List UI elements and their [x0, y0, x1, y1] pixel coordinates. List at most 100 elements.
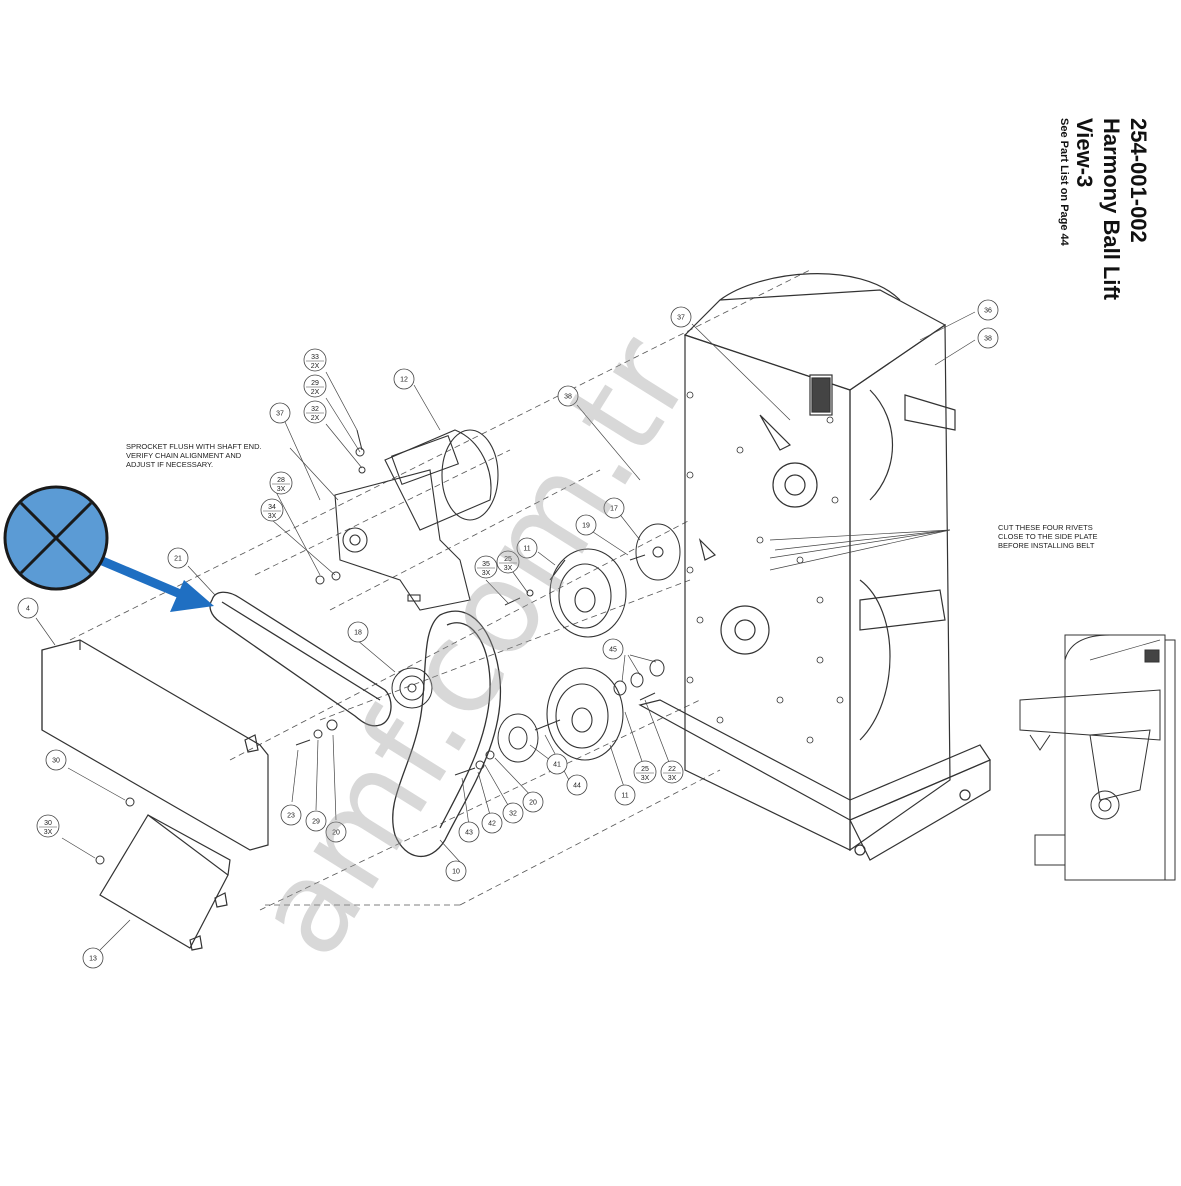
balloon-circle [325, 821, 347, 843]
plate-17 [635, 523, 681, 581]
balloon-number: 37 [276, 411, 284, 418]
part-balloon-p17: 17 [603, 497, 625, 519]
balloon-circle [260, 498, 284, 522]
part-balloon-p20b: 20 [522, 791, 544, 813]
sprocket-18 [391, 667, 433, 709]
part-balloon-p44: 44 [566, 774, 588, 796]
balloon-number: 42 [488, 821, 496, 828]
balloon-number: 11 [621, 793, 628, 800]
part-balloons: 332X292X322X1237283X343X2141830303X23292… [17, 299, 999, 969]
balloon-circle [977, 299, 999, 321]
pulley-11-lower [546, 667, 624, 761]
balloon-number: 29 [312, 819, 320, 826]
balloon-circle [502, 802, 524, 824]
balloon-number: 44 [573, 783, 581, 790]
balloon-number: 11 [523, 546, 530, 553]
part-balloon-p38a: 38 [557, 385, 579, 407]
part-balloon-p18: 18 [347, 621, 369, 643]
sprocket-callout: SPROCKET FLUSH WITH SHAFT END. VERIFY CH… [126, 442, 262, 469]
balloon-number: 23 [287, 813, 295, 820]
balloon-circle [575, 514, 597, 536]
sprocket-note-line-1: SPROCKET FLUSH WITH SHAFT END. [126, 442, 262, 451]
part-balloon-p19: 19 [575, 514, 597, 536]
balloon-circle [603, 497, 625, 519]
balloon-qty: 3X [504, 565, 513, 572]
balloon-circle [474, 555, 498, 579]
balloon-number: 43 [465, 830, 473, 837]
part-list-note: See Part List on Page 44 [1058, 118, 1070, 246]
balloon-circle [82, 947, 104, 969]
guard-cover-4 [41, 639, 269, 851]
part-balloon-p38b: 38 [977, 327, 999, 349]
main-frame [638, 273, 991, 861]
part-balloon-p30a: 30 [45, 749, 67, 771]
balloon-circle [557, 385, 579, 407]
balloon-number: 33 [311, 354, 319, 361]
x-circle-icon[interactable] [3, 485, 109, 591]
balloon-circle [670, 306, 692, 328]
pointer-arrow [98, 555, 214, 612]
balloon-number: 32 [509, 811, 517, 818]
part-balloon-p29b: 29 [305, 810, 327, 832]
part-number: 254-001-002 [1126, 118, 1151, 243]
leader-lines [35, 311, 1161, 951]
balloon-number: 30 [52, 758, 60, 765]
balloon-circle [633, 760, 657, 784]
balloon-number: 30 [44, 820, 52, 827]
part-balloon-p41: 41 [546, 753, 568, 775]
balloon-circle [167, 547, 189, 569]
sprocket-note-line-3: ADJUST IF NECESSARY. [126, 460, 213, 469]
balloon-number: 4 [26, 606, 30, 613]
balloon-circle [303, 374, 327, 398]
balloon-number: 25 [641, 766, 649, 773]
rivet-callout: CUT THESE FOUR RIVETS CLOSE TO THE SIDE … [998, 523, 1097, 550]
balloon-number: 20 [529, 800, 537, 807]
part-balloon-p42: 42 [481, 812, 503, 834]
balloon-qty: 3X [277, 486, 286, 493]
balloon-circle [496, 550, 520, 574]
balloon-qty: 3X [44, 829, 53, 836]
balloon-circle [445, 860, 467, 882]
balloon-number: 19 [582, 523, 590, 530]
balloon-circle [269, 402, 291, 424]
balloon-number: 12 [400, 377, 408, 384]
balloon-number: 29 [311, 380, 319, 387]
sprocket-note-line-2: VERIFY CHAIN ALIGNMENT AND [126, 451, 242, 460]
balloon-circle [36, 814, 60, 838]
hardware [95, 429, 656, 865]
balloon-number: 32 [311, 406, 319, 413]
part-balloon-p11b: 11 [614, 784, 636, 806]
balloon-number: 13 [89, 956, 97, 963]
balloon-circle [481, 812, 503, 834]
pulley-11-upper [549, 548, 627, 638]
part-balloon-p43: 43 [458, 821, 480, 843]
balloon-circle [516, 537, 538, 559]
part-balloon-p20a: 20 [325, 821, 347, 843]
balloon-circle [280, 804, 302, 826]
balloon-circle [393, 368, 415, 390]
balloon-number: 34 [268, 504, 276, 511]
balloon-number: 36 [984, 308, 992, 315]
balloon-number: 38 [984, 336, 992, 343]
part-balloon-p32b: 32 [502, 802, 524, 824]
part-balloon-p13: 13 [82, 947, 104, 969]
part-balloon-p45: 45 [602, 638, 624, 660]
balloon-circle [17, 597, 39, 619]
belt-10 [392, 610, 502, 857]
balloon-qty: 3X [482, 570, 491, 577]
belt-21 [209, 591, 392, 727]
balloon-circle [45, 749, 67, 771]
balloon-qty: 3X [268, 513, 277, 520]
balloon-circle [303, 400, 327, 424]
balloon-qty: 3X [641, 775, 650, 782]
balloon-qty: 2X [311, 415, 320, 422]
part-balloon-p37b: 37 [670, 306, 692, 328]
part-balloon-p36: 36 [977, 299, 999, 321]
